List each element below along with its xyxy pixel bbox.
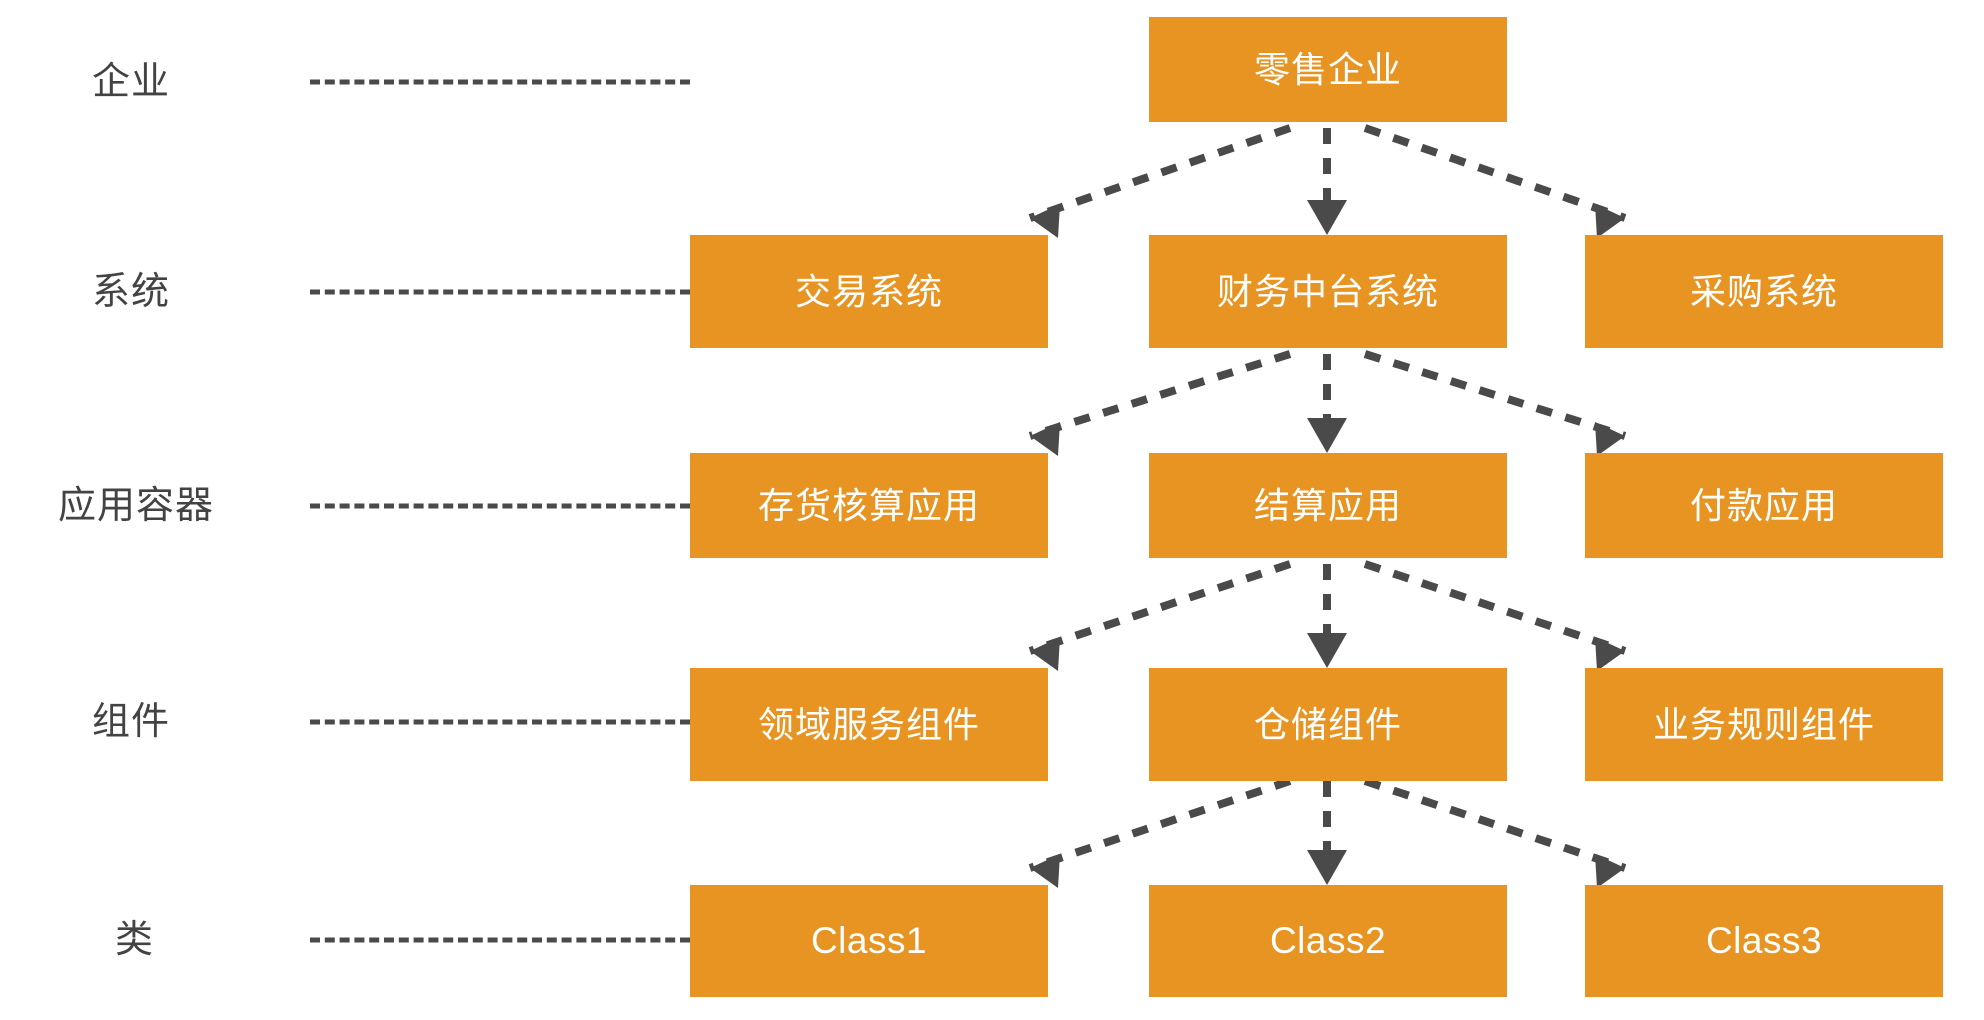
tier-label-component: 组件 [92, 701, 171, 743]
guide-line-tier-5 [310, 937, 690, 943]
connector-warehouse-to-class3 [1363, 777, 1627, 872]
arrowhead-settlement-to-warehouse [1307, 633, 1347, 668]
node-settlement-app[interactable]: 结算应用 [1149, 453, 1507, 558]
arrowhead-retail-to-purchase [1595, 204, 1625, 238]
connector-settlement-to-rules [1363, 560, 1627, 655]
node-inventory-accounting-app[interactable]: 存货核算应用 [690, 453, 1048, 558]
connector-warehouse-to-class1 [1028, 777, 1292, 872]
guide-line-tier-2 [310, 289, 690, 295]
connector-retail-to-purchase [1363, 124, 1627, 222]
arrowhead-warehouse-to-class3 [1595, 854, 1625, 888]
node-procurement-system[interactable]: 采购系统 [1585, 235, 1943, 348]
connector-finance-to-inventory [1028, 350, 1292, 440]
node-retail-enterprise[interactable]: 零售企业 [1149, 17, 1507, 122]
arrowhead-retail-to-trade [1030, 204, 1060, 238]
connector-retail-to-trade [1028, 124, 1292, 222]
arrowhead-warehouse-to-class1 [1030, 854, 1060, 888]
arrowhead-finance-to-settlement [1307, 418, 1347, 453]
connector-settlement-to-domain [1028, 560, 1292, 655]
node-class1[interactable]: Class1 [690, 885, 1048, 997]
node-trade-system[interactable]: 交易系统 [690, 235, 1048, 348]
arrowhead-finance-to-payment [1595, 422, 1625, 456]
node-payment-app[interactable]: 付款应用 [1585, 453, 1943, 558]
arrowhead-retail-to-finance [1307, 200, 1347, 235]
arrowhead-settlement-to-rules [1595, 637, 1625, 671]
node-finance-middle-platform-system[interactable]: 财务中台系统 [1149, 235, 1507, 348]
tier-label-system: 系统 [92, 271, 171, 313]
tier-label-enterprise: 企业 [92, 61, 171, 103]
node-domain-service-component[interactable]: 领域服务组件 [690, 668, 1048, 781]
arrowhead-settlement-to-domain [1030, 637, 1060, 671]
connector-finance-to-payment [1363, 350, 1627, 440]
tier-label-app-container: 应用容器 [58, 485, 215, 527]
arrowhead-warehouse-to-class2 [1307, 850, 1347, 885]
tier-label-class: 类 [115, 919, 155, 961]
node-warehouse-component[interactable]: 仓储组件 [1149, 668, 1507, 781]
node-business-rule-component[interactable]: 业务规则组件 [1585, 668, 1943, 781]
arrowhead-finance-to-inventory [1030, 422, 1060, 456]
guide-line-tier-3 [310, 503, 690, 509]
guide-line-tier-1 [310, 79, 690, 85]
node-class3[interactable]: Class3 [1585, 885, 1943, 997]
guide-line-tier-4 [310, 719, 690, 725]
node-class2[interactable]: Class2 [1149, 885, 1507, 997]
